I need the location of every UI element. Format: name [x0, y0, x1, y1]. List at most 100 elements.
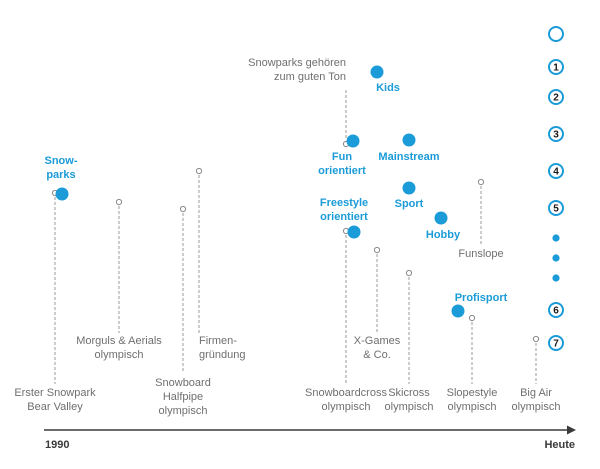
segment-dot: [346, 134, 360, 148]
event-label-line: Snowboard: [155, 377, 211, 389]
segment-label-line: Kids: [376, 82, 400, 94]
scale-ring: [548, 59, 564, 75]
event-pin-marker: [468, 314, 476, 322]
event-label-line: Slopestyle: [447, 387, 498, 399]
scale-ring: [548, 200, 564, 216]
scale-ring: [548, 26, 564, 42]
event-label-line: Bear Valley: [27, 401, 83, 413]
segment-kids: Kids: [370, 65, 400, 94]
event-firmengruendung: Firmen-gründung: [195, 167, 246, 361]
event-label-line: Halfpipe: [163, 391, 203, 403]
segment-dot: [434, 211, 448, 225]
time-axis: 1990 Heute: [44, 425, 576, 451]
event-morguls: Morguls & Aerials olympisch: [76, 198, 162, 361]
event-label-line: Snowparks gehören: [248, 57, 346, 69]
event-pin-marker: [373, 246, 381, 254]
segment-label-line: Fun: [332, 151, 352, 163]
event-pin-marker: [477, 178, 485, 186]
scale-7: 7: [548, 335, 564, 351]
event-label-line: Firmen-: [199, 335, 237, 347]
segment-label-line: Hobby: [426, 229, 461, 241]
segment-label-line: Sport: [395, 198, 424, 210]
event-pin-marker: [405, 269, 413, 277]
segment-dot: [451, 304, 465, 318]
segment-label-line: Freestyle: [320, 197, 368, 209]
scale-number: 1: [553, 63, 559, 74]
event-label-line: olympisch: [385, 401, 434, 413]
right-scale: 1 2 3 4 5 6 7: [548, 26, 564, 351]
event-skicross: Skicross olympisch: [385, 269, 434, 413]
event-label-line: Morguls & Aerials: [76, 335, 162, 347]
scale-number: 3: [553, 130, 559, 141]
event-label-line: Skicross: [388, 387, 430, 399]
event-label-line: Big Air: [520, 387, 552, 399]
scale-6: 6: [548, 302, 564, 318]
event-label-line: olympisch: [448, 401, 497, 413]
event-snowparks-ton: Snowparks gehören zum guten Ton: [248, 57, 350, 148]
event-label-line: zum guten Ton: [274, 71, 346, 83]
event-label-line: Funslope: [458, 248, 503, 260]
scale-number: 6: [553, 306, 559, 317]
scale-1: 1: [548, 59, 564, 75]
event-snowboardcross: Snowboardcross olympisch: [305, 227, 387, 413]
axis-end-label: Heute: [544, 439, 575, 451]
scale-4: 4: [548, 163, 564, 179]
segment-profisport: Profisport: [451, 292, 508, 318]
scale-number: 7: [553, 339, 559, 350]
event-label-line: gründung: [199, 349, 246, 361]
event-label-line: Snowboardcross: [305, 387, 387, 399]
scale-ring: [548, 126, 564, 142]
scale-number: 2: [553, 93, 559, 104]
event-pin-marker: [115, 198, 123, 206]
scale-dot-b: [552, 254, 560, 262]
event-label-line: Erster Snowpark: [14, 387, 96, 399]
segment-freestyle: Freestyle orientiert: [320, 197, 368, 239]
scale-empty: [548, 26, 564, 42]
segment-dot: [347, 225, 361, 239]
scale-2: 2: [548, 89, 564, 105]
event-label-line: olympisch: [159, 405, 208, 417]
event-label-line: olympisch: [95, 349, 144, 361]
event-x-games: X-Games & Co.: [354, 246, 401, 361]
segment-hobby: Hobby: [426, 211, 461, 241]
scale-3: 3: [548, 126, 564, 142]
scale-ring: [548, 163, 564, 179]
event-label-line: olympisch: [322, 401, 371, 413]
scale-filled-dot: [552, 254, 560, 262]
scale-5: 5: [548, 200, 564, 216]
segment-label-line: Profisport: [455, 292, 508, 304]
segment-dot: [370, 65, 384, 79]
event-slopestyle: Slopestyle olympisch: [447, 314, 498, 413]
segment-dot: [402, 181, 416, 195]
segment-dot: [55, 187, 69, 201]
scale-dot-c: [552, 274, 560, 282]
segment-sport: Sport: [395, 181, 424, 210]
segment-fun: Fun orientiert: [318, 134, 366, 177]
event-label-line: & Co.: [363, 349, 391, 361]
scale-ring: [548, 302, 564, 318]
scale-number: 5: [553, 204, 559, 215]
axis-start-label: 1990: [45, 439, 69, 451]
event-pin-marker: [195, 167, 203, 175]
segment-label-line: orientiert: [318, 165, 366, 177]
event-pin-marker: [179, 205, 187, 213]
segment-label-line: Mainstream: [378, 151, 439, 163]
scale-dot-a: [552, 234, 560, 242]
segment-label-line: orientiert: [320, 211, 368, 223]
axis-arrowhead: [567, 425, 576, 435]
event-big-air: Big Air olympisch: [512, 335, 561, 413]
event-label-line: olympisch: [512, 401, 561, 413]
event-label-line: X-Games: [354, 335, 401, 347]
segment-label-line: parks: [46, 169, 75, 181]
segment-dot: [402, 133, 416, 147]
segment-mainstream: Mainstream: [378, 133, 440, 163]
scale-ring: [548, 335, 564, 351]
scale-number: 4: [553, 167, 559, 178]
segment-label-line: Snow-: [45, 155, 78, 167]
event-pin-marker: [532, 335, 540, 343]
scale-filled-dot: [552, 234, 560, 242]
